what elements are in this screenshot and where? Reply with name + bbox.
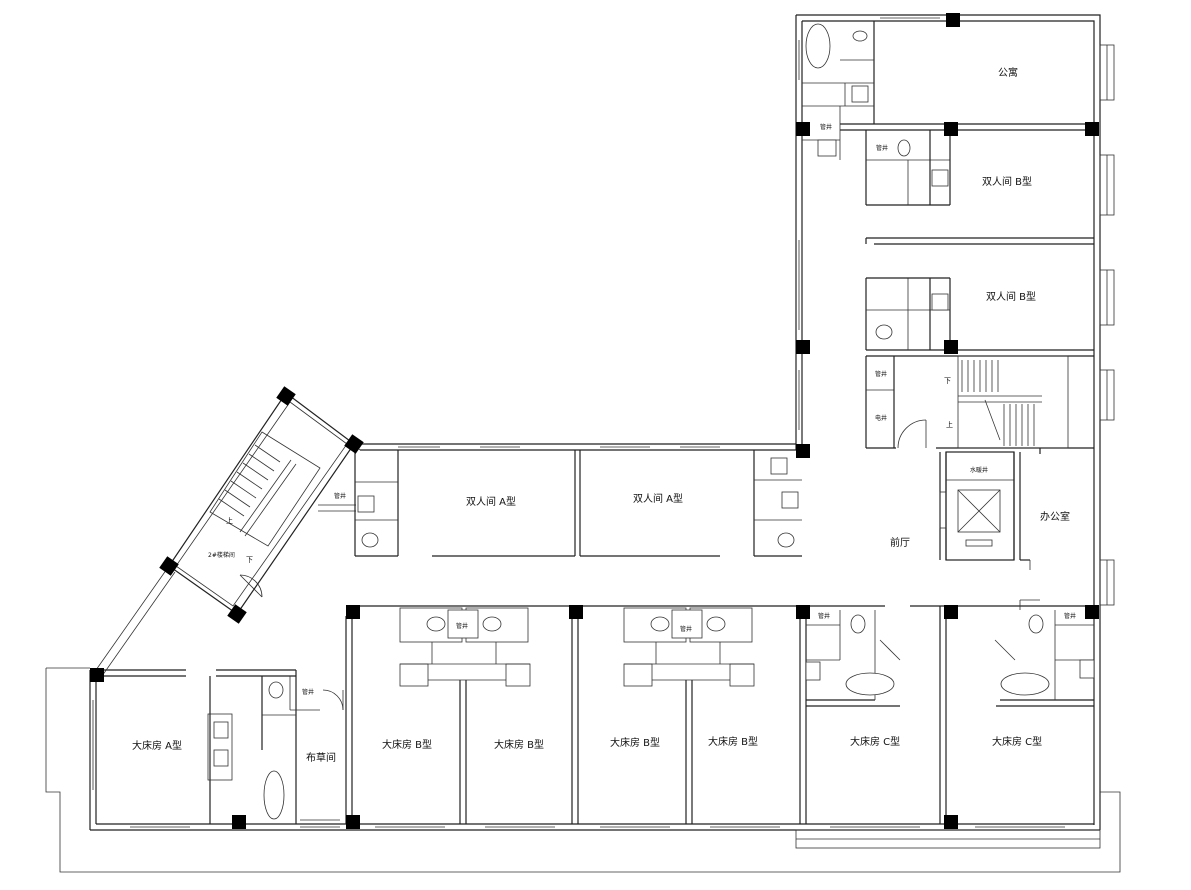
toilet-icon (268, 681, 284, 699)
stair-down-label: 下 (246, 556, 253, 564)
toilet-icon (1028, 614, 1044, 634)
toilet-icon (650, 616, 670, 632)
lobby-label: 前厅 (890, 536, 910, 549)
north-windows (798, 17, 1115, 606)
structural-columns (90, 13, 1099, 829)
sink-icon (851, 85, 869, 103)
toilet-icon (850, 614, 866, 634)
sink-icon (817, 139, 837, 157)
room-twin-a-2-label: 双人间 A型 (633, 492, 683, 505)
sink-icon (931, 169, 949, 187)
room-king-b-4-label: 大床房 B型 (708, 735, 758, 748)
south-windows (92, 700, 1101, 849)
south-rooms (207, 599, 1094, 824)
lobby-core (939, 448, 1041, 570)
room-king-b-2-label: 大床房 B型 (494, 738, 544, 751)
stair-2-label: 2#楼梯间 (208, 551, 235, 559)
toilet-icon (361, 532, 379, 548)
room-apartment-label: 公寓 (998, 66, 1018, 79)
toilet-icon (897, 139, 911, 157)
room-twin-b-2-label: 双人间 B型 (986, 290, 1036, 303)
pipe-shaft-label: 管井 (334, 492, 346, 500)
bathtub-icon (805, 23, 831, 69)
toilet-icon (706, 616, 726, 632)
room-king-a-label: 大床房 A型 (132, 739, 182, 752)
pipe-shaft-label: 管井 (818, 612, 830, 620)
sink-icon (357, 495, 375, 513)
pipe-shaft-label: 管井 (680, 625, 692, 633)
electric-shaft-label: 电井 (875, 414, 887, 422)
room-king-b-3-label: 大床房 B型 (610, 736, 660, 749)
room-king-b-1-label: 大床房 B型 (382, 738, 432, 751)
toilet-icon (426, 616, 446, 632)
stair-2-block (95, 392, 361, 677)
toilet-icon (852, 30, 868, 42)
bathtub-icon (263, 770, 285, 820)
office-label: 办公室 (1040, 510, 1070, 523)
outer-walls (45, 14, 1121, 873)
room-king-c-1-label: 大床房 C型 (850, 735, 900, 748)
room-twin-b-1-label: 双人间 B型 (982, 175, 1032, 188)
toilet-icon (482, 616, 502, 632)
pipe-shaft-label: 管井 (302, 688, 314, 696)
toilet-icon (777, 532, 795, 548)
pipe-shaft-label: 管井 (1064, 612, 1076, 620)
sink-icon (781, 491, 799, 509)
room-king-c-2-label: 大床房 C型 (992, 735, 1042, 748)
toilet-icon (875, 324, 893, 340)
pipe-shaft-label: 管井 (820, 123, 832, 131)
stair-up-label: 上 (226, 516, 233, 525)
room-linen-label: 布草间 (306, 751, 336, 764)
pipe-shaft-label: 管井 (876, 144, 888, 152)
pipe-shaft-label: 管井 (456, 622, 468, 630)
stair-1-up-label: 上 (946, 420, 953, 429)
room-twin-a-1-label: 双人间 A型 (466, 495, 516, 508)
sink-icon (1079, 659, 1095, 679)
twin-a-rooms (354, 446, 802, 557)
sink-icon (805, 661, 821, 681)
sink-icon (213, 721, 229, 739)
sanitary-fixtures (213, 23, 1095, 820)
stair-1-block (957, 355, 1069, 449)
pipe-shaft-label: 管井 (875, 370, 887, 378)
water-shaft-label: 水暖井 (970, 466, 988, 474)
sink-icon (770, 457, 788, 475)
sink-icon (931, 293, 949, 311)
sink-icon (213, 749, 229, 767)
stair-1-down-label: 下 (944, 377, 951, 385)
